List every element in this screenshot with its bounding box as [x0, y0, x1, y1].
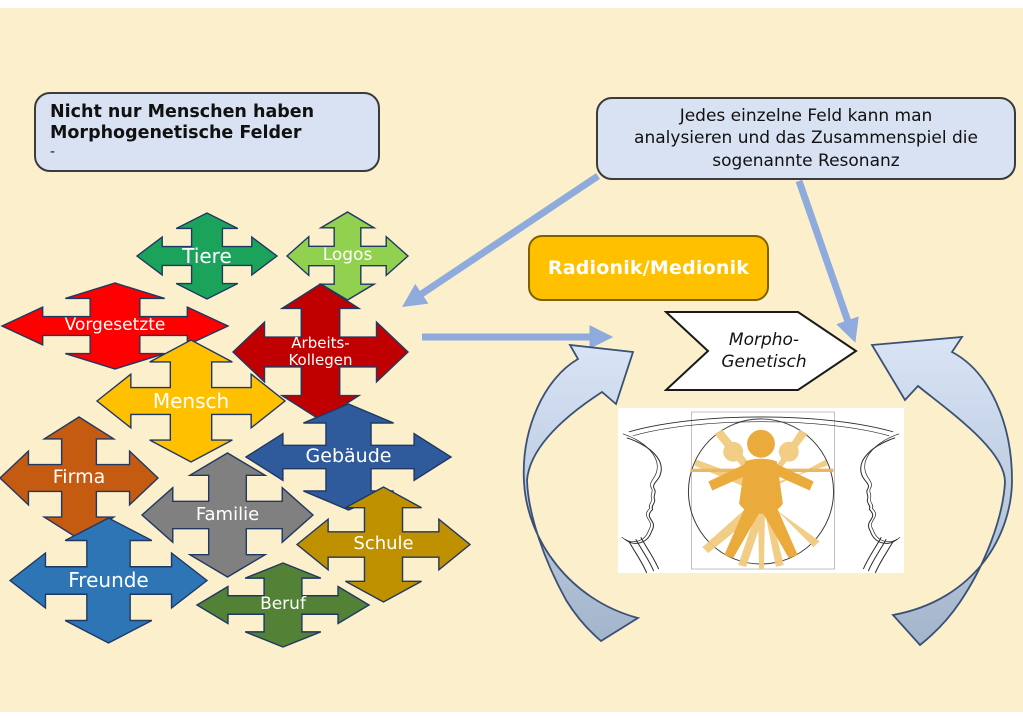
field-arrow-arbeits-kollegen: Arbeits- Kollegen: [233, 284, 408, 420]
four-way-arrow-shape: [142, 453, 313, 577]
figure-central-person: [708, 429, 814, 559]
field-label: Gebäude: [305, 445, 392, 468]
chevron-label: Morpho- Genetisch: [721, 329, 807, 372]
four-way-arrow-shape: [2, 283, 228, 369]
field-arrow-logos: Logos: [287, 212, 408, 300]
note-box-right: Jedes einzelne Feld kann man analysieren…: [596, 97, 1016, 180]
field-arrow-freunde: Freunde: [10, 518, 207, 643]
field-label: Familie: [195, 503, 260, 525]
note-left-title-line1: Nicht nur Menschen haben: [50, 102, 315, 122]
four-way-arrow-shape: [0, 417, 158, 539]
field-arrow-schule: Schule: [297, 487, 470, 602]
chevron-morphogenetisch: Morpho- Genetisch: [664, 310, 858, 392]
four-way-arrow-shape: [197, 563, 369, 647]
field-arrow-mensch: Mensch: [97, 340, 285, 462]
four-way-arrow-shape: [287, 212, 408, 300]
chevron-shape: [664, 311, 858, 391]
field-arrow-vorgesetzte: Vorgesetzte: [2, 283, 228, 369]
four-way-arrow-shape: [137, 213, 277, 299]
four-way-arrow-shape: [97, 340, 285, 462]
four-way-arrow-shape: [297, 487, 470, 602]
vitruvian-figure-image: [618, 408, 904, 574]
field-arrow-tiere: Tiere: [137, 213, 277, 299]
radionik-button[interactable]: Radionik/Medionik: [528, 235, 769, 301]
field-arrow-familie: Familie: [142, 453, 313, 577]
field-label: Arbeits- Kollegen: [288, 334, 353, 369]
field-label: Mensch: [152, 388, 230, 413]
field-label: Logos: [322, 245, 373, 266]
four-way-arrow-shape: [246, 404, 451, 510]
figure-square-outline: [691, 411, 835, 570]
field-label: Beruf: [260, 594, 306, 615]
four-way-arrow-shape: [10, 518, 207, 643]
note-box-left: Nicht nur Menschen haben Morphogenetisch…: [34, 92, 380, 172]
note-left-title-line2: Morphogenetische Felder: [50, 123, 302, 144]
field-label: Freunde: [68, 568, 149, 593]
field-label: Schule: [353, 533, 414, 555]
figure-profile-faces: [621, 416, 901, 574]
field-label: Tiere: [182, 243, 232, 268]
field-arrow-beruf: Beruf: [197, 563, 369, 647]
field-arrow-firma: Firma: [0, 417, 158, 539]
field-label: Firma: [52, 466, 106, 489]
field-label: Vorgesetzte: [64, 315, 166, 336]
note-left-dash: -: [50, 143, 56, 160]
four-way-arrow-shape: [233, 284, 408, 420]
field-arrow-gebäude: Gebäude: [246, 404, 451, 510]
